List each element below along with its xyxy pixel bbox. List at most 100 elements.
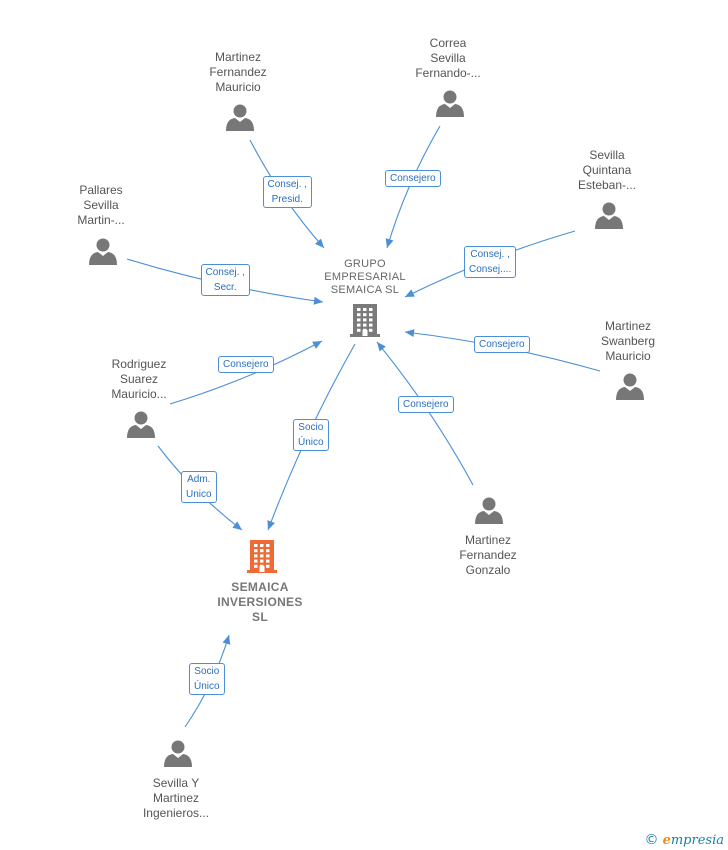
edge-label-line: Consejero [479, 338, 525, 350]
building-icon-highlight[interactable] [247, 540, 277, 573]
person-body [475, 511, 503, 524]
person-head [602, 202, 616, 216]
name-line: Fernandez [209, 65, 267, 79]
arrowhead-icon [385, 238, 394, 248]
edge-label-line: Consej. , [205, 267, 245, 278]
name-line: Mauricio [605, 349, 651, 363]
building-door [362, 330, 368, 336]
edge-label-line: Consejero [390, 172, 436, 184]
person-icon[interactable] [226, 104, 254, 132]
edge-label[interactable]: Adm.Unico [181, 471, 217, 503]
arrowhead-icon [315, 238, 324, 248]
edge-label[interactable]: Consej. ,Secr. [200, 264, 250, 296]
building-window [254, 559, 258, 563]
edge-label-line: Unico [186, 489, 212, 500]
name-line: Sevilla [589, 148, 625, 162]
person-icon[interactable] [436, 90, 464, 118]
edge-line [386, 125, 441, 249]
person-body [164, 754, 192, 767]
edge-label-line: Único [298, 437, 324, 448]
building-window [260, 554, 264, 558]
name-line: Martin-... [77, 213, 125, 227]
edge-label-line: Consej.... [469, 264, 512, 275]
person-body [595, 216, 623, 229]
edge-label[interactable]: Consejero [474, 335, 530, 353]
name-line: Gonzalo [465, 563, 511, 577]
name-line: Quintana [582, 163, 632, 177]
edge-label[interactable]: Consej. ,Presid. [262, 176, 312, 208]
building-window [266, 549, 270, 553]
edge-label-line: Consejero [403, 398, 449, 410]
building-window [260, 559, 264, 563]
name-line: Sevilla [83, 198, 119, 212]
building-window [266, 564, 270, 568]
person-icon[interactable] [475, 497, 503, 525]
building-window [260, 549, 264, 553]
name-line: Fernando-... [415, 66, 481, 80]
name-line: Mauricio... [111, 387, 167, 401]
arrowhead-icon [313, 296, 323, 305]
edge-layer [126, 125, 601, 728]
person-body [89, 252, 117, 265]
edge-label[interactable]: Consejero [398, 395, 454, 413]
person-icon[interactable] [89, 238, 117, 266]
building-window [254, 549, 258, 553]
brand-name: mpresia [670, 833, 724, 848]
name-line: Martinez [152, 791, 199, 805]
building-window [266, 554, 270, 558]
person-icon[interactable] [164, 740, 192, 768]
building-window [369, 308, 373, 311]
person-head [623, 373, 637, 387]
edge-label-line: Consejero [223, 358, 269, 370]
building-window [266, 544, 270, 547]
building-window [363, 318, 367, 322]
edge-rsm-grupo [169, 340, 323, 405]
building-window [357, 323, 361, 327]
name-line: SL [252, 610, 268, 624]
name-line: Sevilla Y [152, 776, 200, 790]
edge-label-line: Consej. , [470, 249, 510, 260]
name-line: Pallares [79, 183, 123, 197]
person-head [134, 411, 148, 425]
edge-label[interactable]: Consejero [385, 169, 441, 187]
edge-label-line: Único [194, 681, 220, 692]
person-icon[interactable] [616, 373, 644, 401]
person-head [482, 497, 496, 511]
name-line: SEMAICA SL [330, 284, 400, 296]
person-body [127, 425, 155, 438]
person-icon[interactable] [127, 411, 155, 439]
building-icon[interactable] [350, 304, 380, 337]
arrowhead-icon [222, 635, 231, 645]
name-line: SEMAICA [231, 580, 289, 594]
name-line: Correa [429, 36, 467, 50]
person-head [96, 238, 110, 252]
edge-label[interactable]: Consej. , Consej.... [464, 246, 517, 278]
building-window [254, 544, 258, 547]
edge-label[interactable]: Consejero [218, 355, 274, 373]
empresia-brand[interactable]: © empresia [644, 832, 724, 848]
name-line: Fernandez [459, 548, 517, 562]
building-door [259, 566, 265, 572]
person-icon[interactable] [595, 202, 623, 230]
arrowhead-icon [232, 521, 242, 530]
arrowhead-icon [312, 341, 322, 349]
building-window [369, 328, 373, 332]
building-window [369, 313, 373, 317]
name-line: Swanberg [600, 334, 656, 348]
name-line: GRUPO [344, 258, 386, 270]
arrowhead-icon [377, 342, 386, 352]
name-line: Rodriguez [111, 357, 167, 371]
